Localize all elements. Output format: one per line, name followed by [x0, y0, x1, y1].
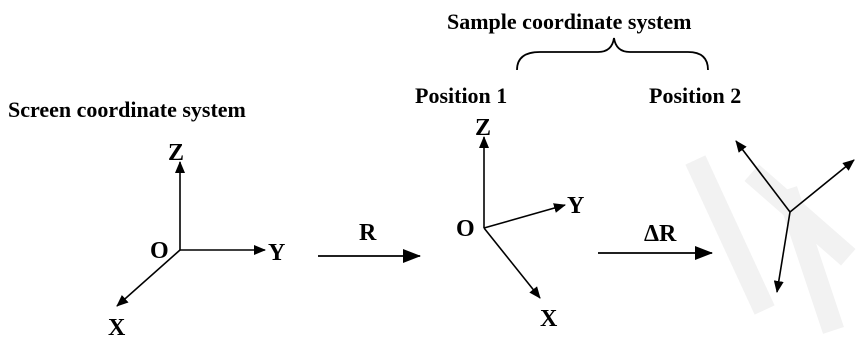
position-1-title: Position 1 — [415, 83, 507, 108]
sample-brace — [516, 37, 709, 71]
pos1-y-axis — [483, 203, 566, 229]
screen-z-label: Z — [168, 140, 184, 166]
screen-coordinate-system-title: Screen coordinate system — [8, 97, 246, 122]
screen-origin-label: O — [150, 238, 169, 264]
pos1-z-label: Z — [475, 115, 491, 141]
pos2-axis-down — [773, 211, 791, 293]
pos1-x-axis — [483, 227, 541, 299]
screen-x-label: X — [108, 315, 126, 338]
position-1-axes: Z O Y X — [456, 115, 584, 332]
r-transform-label: R — [359, 220, 377, 246]
screen-axes: Z O Y X — [108, 140, 285, 338]
pos2-axis-upper-left — [735, 140, 791, 213]
pos1-origin-label: O — [456, 216, 475, 242]
sample-coordinate-system-title: Sample coordinate system — [447, 9, 691, 34]
pos1-y-label: Y — [567, 193, 584, 219]
position-2-title: Position 2 — [649, 83, 741, 108]
pos2-axis-upper-right — [789, 159, 855, 213]
position-2-axes — [735, 140, 855, 293]
watermark — [685, 155, 856, 334]
pos1-x-label: X — [540, 306, 558, 332]
delta-r-transform-label: ΔR — [644, 221, 677, 247]
screen-x-axis — [116, 249, 181, 307]
screen-y-label: Y — [268, 240, 285, 266]
